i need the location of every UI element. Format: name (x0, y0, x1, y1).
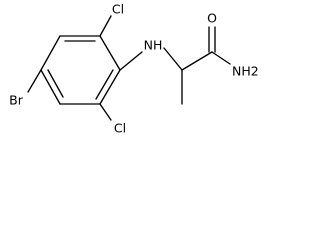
atom-label-nh: NH (144, 38, 163, 53)
ring-double-bond-2 (47, 69, 64, 98)
molecule-drawing: NH O NH2 Cl Cl Br (9, 2, 259, 136)
atom-label-o: O (207, 11, 217, 26)
bond-c6-cl (99, 103, 112, 121)
ring-double-bond-3 (95, 69, 114, 100)
bond-c4-br (27, 69, 42, 93)
benzene-ring (40, 35, 121, 105)
bond-nh-calpha (163, 47, 183, 71)
bond-c1-nh (119, 51, 143, 71)
atom-label-br: Br (9, 93, 24, 108)
atom-label-cl-bottom: Cl (114, 121, 126, 136)
ring-bond-c3-c4 (40, 35, 61, 71)
ring-bond-c1-c2 (99, 35, 121, 71)
atom-label-cl-top: Cl (112, 2, 124, 17)
ring-bond-c4-c5 (40, 69, 61, 105)
bond-calpha-carbonyl (181, 51, 213, 71)
ring-bond-c6-c1 (99, 69, 121, 105)
bond-c2-cl (99, 15, 112, 37)
structure-diagram: NH O NH2 Cl Cl Br (0, 0, 280, 136)
bond-carbonyl-nh2 (211, 51, 231, 65)
atom-label-nh2: NH2 (232, 64, 259, 79)
